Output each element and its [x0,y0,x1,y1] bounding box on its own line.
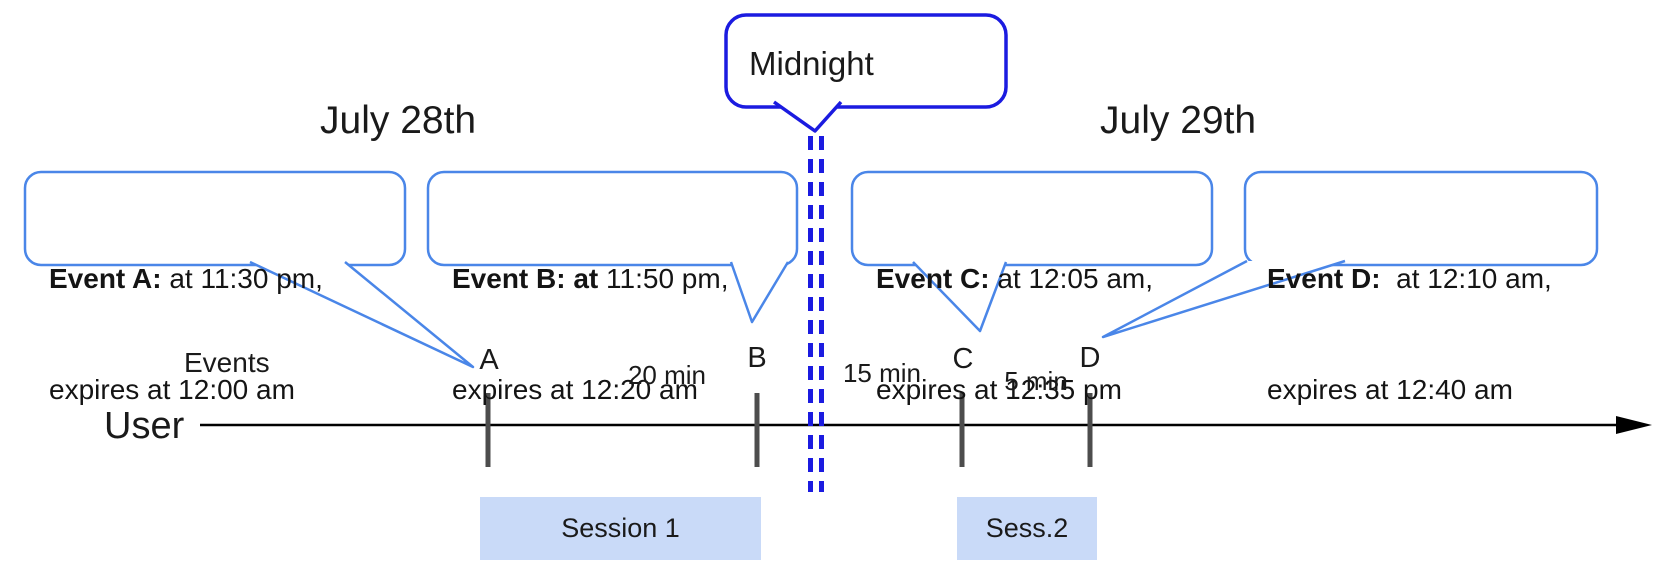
event-d-callout-box [1243,170,1599,267]
events-axis-label: Events [184,347,270,378]
event-b-line2: expires at 12:20 am [452,374,698,405]
interval-b-c: 15 min [842,358,922,388]
event-d-callout-tail [1101,259,1346,339]
event-a-line2: expires at 12:00 am [49,374,295,405]
tick-label-d: D [1079,342,1101,374]
event-c-line1: Event C: at 12:05 am, [876,263,1154,294]
interval-a-b: 20 min [627,360,707,390]
date-july-29: July 29th [1100,99,1257,142]
date-july-28: July 28th [320,99,477,142]
midnight-bubble-tail [772,100,843,133]
user-axis-label: User [104,405,185,447]
session-1-label: Session 1 [561,513,680,543]
event-a-line1: Event A: at 11:30 pm, [49,263,323,294]
event-c-line2: expires at 12:35 pm [876,374,1122,405]
session-2-box: Sess.2 [957,497,1097,560]
event-c-callout-text: Event C: at 12:05 am, expires at 12:35 p… [876,186,1196,482]
event-a-callout-tail [249,260,475,369]
interval-c-d: 5 min [1004,366,1068,396]
midnight-bubble-box [724,13,1008,109]
tick-label-c: C [952,343,974,375]
event-b-line1: Event B: at 11:50 pm, [452,263,729,294]
event-d-line1: Event D: at 12:10 am, [1267,263,1552,294]
event-a-callout-box [23,170,407,267]
event-b-callout-text: Event B: at 11:50 pm, expires at 12:20 a… [452,186,782,482]
event-d-line2: expires at 12:40 am [1267,374,1513,405]
event-a-callout-text: Event A: at 11:30 pm, expires at 12:00 a… [49,186,389,482]
session-2-label: Sess.2 [985,513,1069,543]
timeline-arrowhead-icon [1616,416,1652,434]
session-1-box: Session 1 [480,497,761,560]
midnight-label: Midnight [749,45,874,82]
event-b-callout-box [426,170,799,267]
tick-label-a: A [479,344,499,376]
event-c-callout-tail [912,261,1008,333]
event-d-callout-text: Event D: at 12:10 am, expires at 12:40 a… [1267,186,1587,482]
event-b-callout-tail [729,261,790,324]
tick-label-b: B [747,342,767,374]
event-c-callout-box [850,170,1214,267]
